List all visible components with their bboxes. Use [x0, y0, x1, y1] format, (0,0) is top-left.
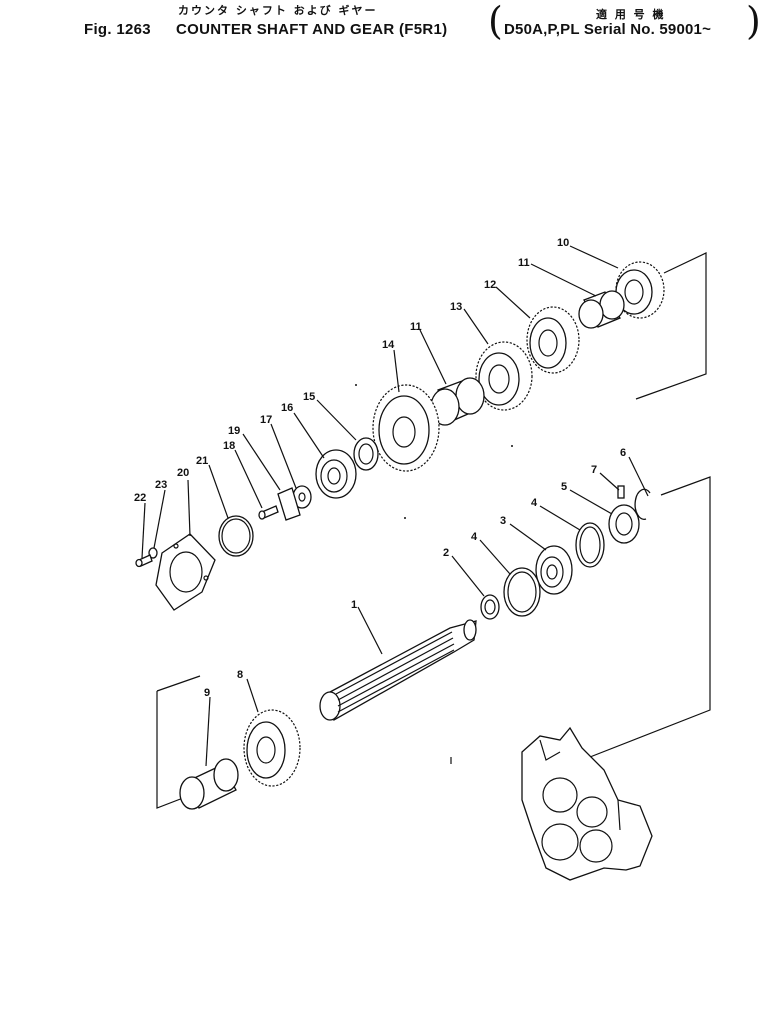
page-header: カウンタ シャフト および ギヤー Fig. 1263 COUNTER SHAF…: [0, 0, 760, 48]
gear-13: [475, 341, 533, 411]
gear-10: [615, 261, 665, 319]
bearing-3: [535, 545, 573, 595]
bolt-22: [135, 554, 153, 568]
callout-4-right: 4: [531, 497, 538, 509]
bearing-16: [315, 449, 357, 499]
collar-2: [480, 594, 500, 620]
callout-labels: 10 11 12 13 11 14 15 16 17 19 18 21 20 2…: [134, 237, 626, 699]
callout-2: 2: [443, 547, 449, 559]
o-ring-21: [218, 515, 254, 557]
callout-12: 12: [484, 279, 496, 291]
collar-11-lower: [430, 377, 485, 426]
gear-14: [372, 384, 440, 472]
washer-23: [148, 547, 158, 559]
callout-11-lower: 11: [410, 321, 422, 333]
callout-20: 20: [177, 467, 189, 479]
callout-23: 23: [155, 479, 167, 491]
bolt-18: [258, 505, 279, 520]
snap-ring-6: [634, 488, 651, 520]
figure-title: COUNTER SHAFT AND GEAR (F5R1): [176, 21, 448, 38]
ring-4-left: [503, 567, 541, 617]
callout-7: 7: [591, 464, 597, 476]
transmission-case: [521, 726, 653, 881]
ring-15: [353, 437, 379, 471]
callout-1: 1: [351, 599, 357, 611]
callout-19: 19: [228, 425, 240, 437]
cover-20: [155, 533, 216, 611]
callout-14: 14: [382, 339, 395, 351]
spacer-4-right: [575, 522, 605, 568]
callout-22: 22: [134, 492, 146, 504]
callout-13: 13: [450, 301, 462, 313]
collar-11-upper: [578, 290, 625, 329]
japanese-title: カウンタ シャフト および ギヤー: [178, 4, 378, 17]
callout-11-upper: 11: [518, 257, 530, 269]
callout-6: 6: [620, 447, 626, 459]
callout-5: 5: [561, 481, 567, 493]
callout-4-left: 4: [471, 531, 478, 543]
lock-plate-19: [277, 487, 301, 521]
pin-7: [617, 485, 625, 499]
gear-8: [243, 709, 301, 787]
callout-8: 8: [237, 669, 243, 681]
bearing-5: [608, 504, 640, 544]
leader-lines: [141, 245, 649, 767]
gear-12: [526, 306, 580, 374]
callout-10: 10: [557, 237, 569, 249]
callout-3: 3: [500, 515, 506, 527]
serial-applicability: D50A,P,PL Serial No. 59001~: [504, 21, 712, 38]
callout-9: 9: [204, 687, 210, 699]
callout-21: 21: [196, 455, 208, 467]
scan-specks: [355, 384, 513, 519]
left-paren-glyph: (: [488, 0, 503, 43]
japanese-applicability: 適 用 号 機: [596, 8, 666, 21]
plate-17: [292, 485, 312, 509]
callout-16: 16: [281, 402, 293, 414]
collar-9: [179, 758, 239, 810]
figure-number: Fig. 1263: [84, 21, 151, 38]
callout-18: 18: [223, 440, 235, 452]
counter-shaft-1: [319, 619, 477, 722]
callout-17: 17: [260, 414, 272, 426]
right-paren-glyph: ): [746, 0, 760, 43]
callout-15: 15: [303, 391, 315, 403]
